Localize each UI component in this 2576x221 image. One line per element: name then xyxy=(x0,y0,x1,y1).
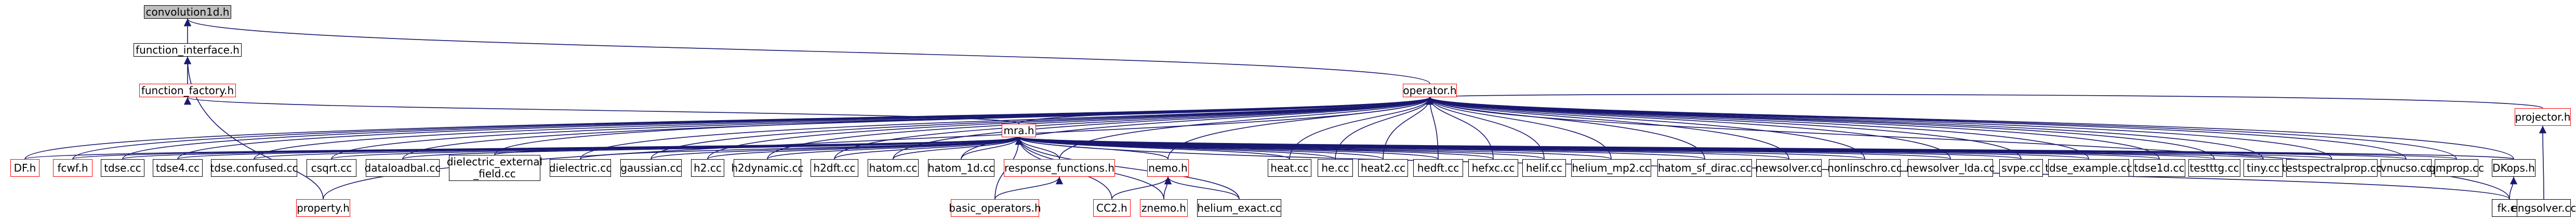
edge-op-35 xyxy=(1428,89,2543,109)
node-dielectric-external-field[interactable]: dielectric_external _field.cc xyxy=(446,155,543,181)
edge-op-conv xyxy=(184,18,1430,84)
edge-mra-36 xyxy=(1016,137,2514,160)
edge-mra-12 xyxy=(834,137,1023,160)
node-basic-operators[interactable]: basic_operators.h xyxy=(949,199,1041,217)
node-engsolver[interactable]: engsolver.cc xyxy=(2512,199,2576,217)
edge-op-11 xyxy=(767,97,1433,160)
node-dkops-h[interactable]: DKops.h xyxy=(2492,159,2535,177)
edge-op-23 xyxy=(1426,97,1789,160)
node-helium-mp2[interactable]: helium_mp2.cc xyxy=(1571,159,1651,177)
node-he[interactable]: he.cc xyxy=(1318,159,1353,177)
node-tdse[interactable]: tdse.cc xyxy=(101,159,144,177)
node-df[interactable]: DF.h xyxy=(10,159,39,177)
node-convolution1d: convolution1d.h xyxy=(144,5,231,19)
node-hatom-sf-dirac[interactable]: hatom_sf_dirac.cc xyxy=(1657,159,1752,177)
node-heat2[interactable]: heat2.cc xyxy=(1358,159,1408,177)
node-tdse-confused[interactable]: tdse.confused.cc xyxy=(210,159,298,177)
edge-fk-dk xyxy=(2509,176,2518,200)
edge-op-14 xyxy=(961,97,1433,160)
node-hatom-1d[interactable]: hatom_1d.cc xyxy=(928,159,994,177)
node-heat[interactable]: heat.cc xyxy=(1268,159,1311,177)
edge-op-34 xyxy=(1426,97,2514,160)
node-response-functions[interactable]: response_functions.h xyxy=(1004,159,1115,177)
edge-eng-proj xyxy=(2539,125,2547,200)
node-helif[interactable]: helif.cc xyxy=(1522,159,1566,177)
node-dielectric[interactable]: dielectric.cc xyxy=(549,159,612,177)
node-newsolver[interactable]: newsolver.cc xyxy=(1756,159,1822,177)
node-tiny[interactable]: tiny.cc xyxy=(2243,159,2283,177)
node-testspectralprop[interactable]: testspectralprop.cc xyxy=(2282,159,2382,177)
node-cc2[interactable]: CC2.h xyxy=(1093,199,1131,217)
node-fcwf[interactable]: fcwf.h xyxy=(53,159,92,177)
node-gaussian[interactable]: gaussian.cc xyxy=(620,159,682,177)
edge-mra-6 xyxy=(402,137,1023,160)
node-tdse1d[interactable]: tdse1d.cc xyxy=(2133,159,2185,177)
node-csqrt[interactable]: csqrt.cc xyxy=(307,159,356,177)
node-svpe[interactable]: svpe.cc xyxy=(1999,159,2043,177)
node-hefxc[interactable]: hefxc.cc xyxy=(1468,159,1518,177)
node-projector[interactable]: projector.h xyxy=(2515,108,2571,126)
node-h2[interactable]: h2.cc xyxy=(691,159,724,177)
edge-mra-10 xyxy=(707,137,1023,160)
edge-bo-rf xyxy=(994,176,1064,200)
node-testttg[interactable]: testttg.cc xyxy=(2188,159,2240,177)
node-mra[interactable]: mra.h xyxy=(1002,124,1036,137)
edge-mra-11 xyxy=(767,137,1023,160)
node-label-line-2: _field.cc xyxy=(473,167,516,180)
node-dataloadbal[interactable]: dataloadbal.cc xyxy=(365,159,441,177)
edge-mra-13 xyxy=(893,137,1023,160)
node-helium-exact[interactable]: helium_exact.cc xyxy=(1197,199,1281,217)
edge-he-nemo xyxy=(1164,176,1240,200)
node-property[interactable]: property.h xyxy=(296,199,350,217)
node-nemo[interactable]: nemo.h xyxy=(1147,159,1189,177)
node-h2dynamic[interactable]: h2dynamic.cc xyxy=(731,159,804,177)
edge-op-7 xyxy=(494,97,1433,155)
edge-op-21 xyxy=(1426,97,1612,160)
node-znemo[interactable]: znemo.h xyxy=(1140,199,1188,217)
node-hatom[interactable]: hatom.cc xyxy=(868,159,919,177)
edge-op-25 xyxy=(1426,97,1951,160)
node-tdse4[interactable]: tdse4.cc xyxy=(153,159,203,177)
node-vnucso[interactable]: vnucso.cc xyxy=(2381,159,2432,177)
node-hedft[interactable]: hedft.cc xyxy=(1413,159,1463,177)
node-h2dft[interactable]: h2dft.cc xyxy=(811,159,858,177)
node-operator[interactable]: operator.h xyxy=(1403,84,1457,97)
edge-op-24 xyxy=(1426,97,1865,160)
node-label-line-1: dielectric_external xyxy=(446,155,543,168)
node-qmprop[interactable]: qmprop.cc xyxy=(2429,159,2484,177)
edge-mra-40 xyxy=(1015,137,1240,200)
node-newsolver-lda[interactable]: newsolver_lda.cc xyxy=(1906,159,1995,177)
node-function-factory[interactable]: function_factory.h xyxy=(139,84,236,97)
edge-op-20 xyxy=(1426,97,1545,160)
node-tdse-example[interactable]: tdse_example.cc xyxy=(2045,159,2132,177)
edge-mra-5 xyxy=(331,137,1023,160)
node-function-interface[interactable]: function_interface.h xyxy=(134,43,242,57)
node-nonlinschro[interactable]: nonlinschro.cc xyxy=(1827,159,1902,177)
edge-mra-7 xyxy=(494,137,1023,155)
edge-prop-fi xyxy=(183,56,324,200)
edge-op-6 xyxy=(402,97,1433,160)
